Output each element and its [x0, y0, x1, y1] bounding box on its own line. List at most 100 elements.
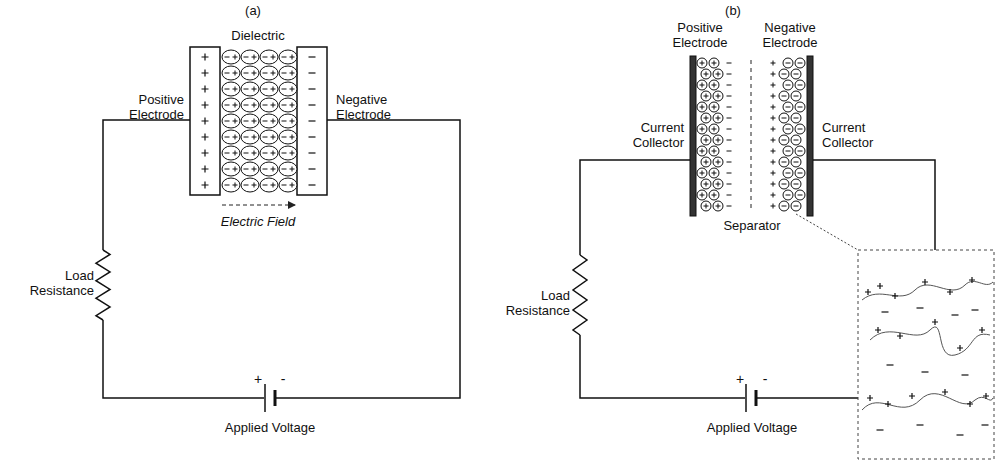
dipole — [260, 178, 278, 192]
minus-mark — [798, 195, 803, 196]
battery-plate — [745, 384, 747, 412]
minus-mark — [782, 74, 787, 75]
plus-mark — [233, 183, 238, 188]
plus-mark — [233, 167, 238, 172]
dipole — [260, 146, 278, 160]
plus-mark — [885, 401, 891, 407]
plus-mark — [290, 151, 295, 156]
particle — [779, 69, 789, 79]
minus-mark — [782, 184, 787, 185]
plus-mark — [771, 138, 776, 143]
minus-mark — [794, 140, 799, 141]
particle — [713, 69, 723, 79]
inset-charges — [865, 277, 989, 435]
dipole — [260, 114, 278, 128]
minus-mark — [244, 89, 249, 90]
plus-mark — [271, 151, 276, 156]
minus-mark — [727, 96, 732, 97]
particle — [701, 157, 711, 167]
resistor-symbol — [573, 255, 587, 335]
part-label: Negative Electrode — [336, 92, 408, 122]
plus-mark — [704, 138, 709, 143]
minus-mark — [786, 63, 791, 64]
plus-mark — [202, 70, 209, 77]
particle — [697, 124, 707, 134]
wire — [103, 320, 264, 398]
dipole — [222, 82, 240, 96]
plus-mark — [712, 193, 717, 198]
plus-mark — [771, 204, 776, 209]
particle — [713, 157, 723, 167]
minus-mark — [263, 57, 268, 58]
particle — [709, 80, 719, 90]
particle — [783, 146, 793, 156]
plus-mark — [771, 72, 776, 77]
part-label: Applied Voltage — [687, 420, 817, 435]
minus-mark — [798, 151, 803, 152]
dipole — [260, 98, 278, 112]
part-label: (a) — [233, 3, 273, 18]
minus-mark — [263, 89, 268, 90]
particle — [791, 201, 801, 211]
particle — [783, 190, 793, 200]
dipole — [279, 146, 297, 160]
plus-mark — [942, 389, 948, 395]
particle — [713, 201, 723, 211]
current-collector — [690, 56, 696, 216]
plus-mark — [290, 183, 295, 188]
plus-mark — [967, 401, 973, 407]
minus-mark — [282, 57, 287, 58]
minus-mark — [282, 153, 287, 154]
minus-mark — [282, 137, 287, 138]
plus-mark — [877, 283, 883, 289]
particle — [783, 102, 793, 112]
plus-mark — [290, 135, 295, 140]
plus-mark — [716, 204, 721, 209]
plus-mark — [865, 289, 871, 295]
minus-mark — [727, 140, 732, 141]
dipole — [241, 162, 259, 176]
dipole — [241, 146, 259, 160]
particle — [713, 179, 723, 189]
part-label: Load Resistance — [492, 288, 570, 318]
plus-mark — [271, 135, 276, 140]
minus-mark — [727, 184, 732, 185]
dipole — [241, 66, 259, 80]
minus-mark — [282, 105, 287, 106]
minus-mark — [794, 118, 799, 119]
minus-mark — [887, 364, 894, 365]
minus-mark — [225, 185, 230, 186]
particle — [791, 135, 801, 145]
particle — [795, 124, 805, 134]
minus-mark — [309, 152, 316, 153]
dipole — [222, 130, 240, 144]
plus-mark — [983, 393, 989, 399]
particle — [701, 69, 711, 79]
resistor-symbol — [96, 250, 110, 320]
wire — [580, 160, 690, 255]
plus-mark — [252, 71, 257, 76]
particle — [779, 135, 789, 145]
minus-mark — [727, 85, 732, 86]
particle — [795, 58, 805, 68]
plus-mark — [712, 171, 717, 176]
particle — [791, 69, 801, 79]
minus-mark — [244, 137, 249, 138]
dipole — [279, 114, 297, 128]
minus-mark — [727, 74, 732, 75]
minus-mark — [782, 96, 787, 97]
minus-mark — [282, 89, 287, 90]
particle — [779, 179, 789, 189]
minus-mark — [225, 137, 230, 138]
minus-mark — [309, 72, 316, 73]
plus-mark — [771, 149, 776, 154]
plate-charges — [202, 54, 316, 189]
minus-mark — [225, 57, 230, 58]
minus-mark — [244, 153, 249, 154]
plus-mark — [771, 61, 776, 66]
plus-mark — [704, 72, 709, 77]
particle — [701, 201, 711, 211]
dipole — [279, 162, 297, 176]
minus-mark — [798, 107, 803, 108]
